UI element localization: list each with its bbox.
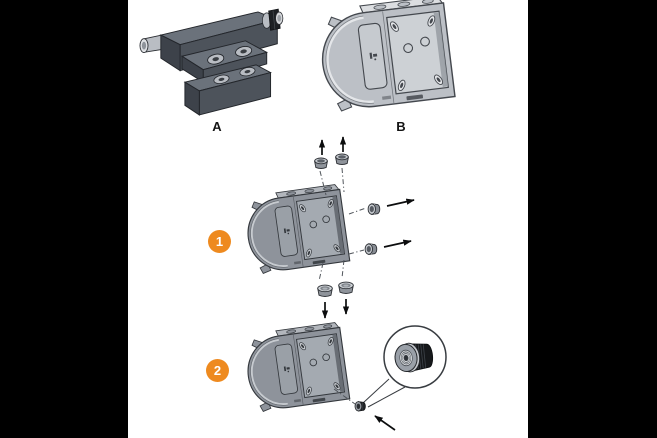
- variant-b-label: B: [396, 119, 406, 134]
- arrow-upleft-icon: [374, 415, 396, 431]
- fastener-cap: [335, 153, 349, 165]
- variant-a-label: A: [212, 119, 222, 134]
- diagram-canvas: A B: [128, 0, 528, 438]
- letterbox-left: [0, 0, 128, 438]
- fastener-cap: [338, 281, 354, 294]
- threaded-insert-detail: [394, 342, 434, 373]
- arrow-right-icon: [383, 239, 412, 248]
- fastener-cap: [317, 284, 333, 297]
- step-2-badge: 2: [206, 359, 229, 382]
- fastener-cap-dark: [354, 401, 366, 412]
- magnifier-leader-line: [367, 386, 406, 408]
- magnifier-leader-line: [362, 378, 390, 404]
- step-1-badge: 1: [208, 230, 231, 253]
- step-1-guide-lines: [318, 167, 367, 282]
- fastener-cap: [364, 243, 378, 255]
- fastener-cap: [314, 157, 328, 169]
- letterbox-right: [528, 0, 657, 438]
- step-2-guide-line: [333, 388, 356, 405]
- annotation-overlay: [314, 136, 447, 431]
- step-1-arrows: [318, 136, 415, 319]
- arrow-right-icon: [386, 198, 415, 207]
- fastener-cap: [367, 203, 381, 215]
